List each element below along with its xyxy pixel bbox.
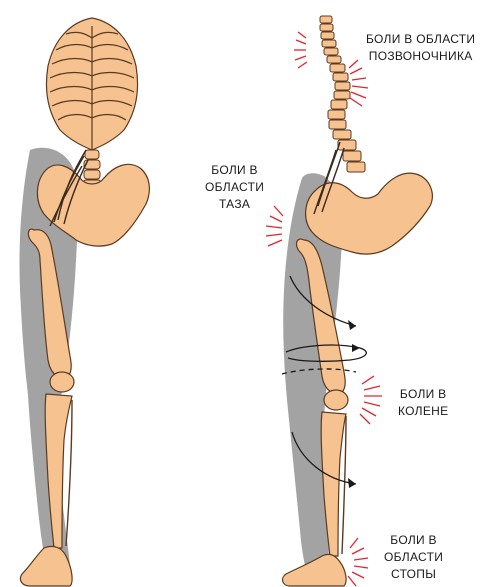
label-knee-pain: БОЛИ В КОЛЕНЕ — [398, 386, 448, 420]
label-foot-line-2: ОБЛАСТИ — [384, 549, 443, 566]
pain-marks-spine-left — [294, 32, 307, 68]
pain-marks-foot — [348, 538, 368, 586]
right-patella — [324, 390, 348, 410]
left-patella — [50, 372, 74, 392]
label-spine-line-2: ПОЗВОНОЧНИКА — [366, 48, 475, 65]
right-curved-spine — [320, 16, 365, 172]
label-foot-line-3: СТОПЫ — [384, 566, 443, 583]
pain-marks-pelvis — [266, 206, 283, 246]
label-pelvis-line-1: БОЛИ В — [205, 162, 264, 179]
label-pelvis-line-3: ТАЗА — [205, 196, 264, 213]
label-foot-line-1: БОЛИ В — [384, 532, 443, 549]
label-knee-line-1: БОЛИ В — [398, 386, 448, 403]
label-foot-pain: БОЛИ В ОБЛАСТИ СТОПЫ — [384, 532, 443, 583]
label-spine-line-1: БОЛИ В ОБЛАСТИ — [366, 31, 475, 48]
arrow-heads — [348, 320, 360, 488]
pain-marks-knee — [360, 376, 382, 424]
right-skeleton — [282, 16, 432, 586]
pain-marks-spine-right — [349, 60, 368, 106]
label-pelvis-line-2: ОБЛАСТИ — [205, 179, 264, 196]
label-knee-line-2: КОЛЕНЕ — [398, 403, 448, 420]
left-skeleton — [19, 18, 149, 586]
label-pelvis-pain: БОЛИ В ОБЛАСТИ ТАЗА — [205, 162, 264, 213]
left-foot — [20, 546, 72, 586]
label-spine-pain: БОЛИ В ОБЛАСТИ ПОЗВОНОЧНИКА — [366, 31, 475, 65]
